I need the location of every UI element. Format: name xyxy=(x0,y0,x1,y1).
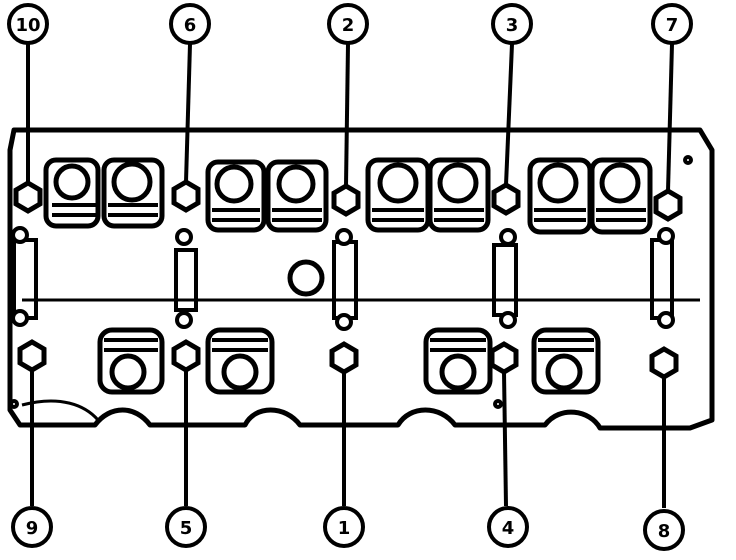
callout-bolt-5: 5 xyxy=(165,506,207,548)
callout-bolt-3: 3 xyxy=(491,3,533,45)
callout-bolt-6: 6 xyxy=(169,3,211,45)
valve-spring-lower-1 xyxy=(97,327,165,395)
callout-label-10: 10 xyxy=(15,15,40,36)
callout-bolt-2: 2 xyxy=(327,3,369,45)
callout-label-5: 5 xyxy=(180,518,193,539)
valve-spring-lower-3 xyxy=(423,327,493,395)
bolt-7-hex xyxy=(653,188,683,222)
callout-bolt-10: 10 xyxy=(7,3,49,45)
bolt-2-hex xyxy=(331,183,361,217)
callout-bolt-9: 9 xyxy=(11,506,53,548)
valve-spring-lower-2 xyxy=(205,327,275,395)
callout-bolt-8: 8 xyxy=(643,509,685,551)
callouts: 10 6 2 3 7 9 5 1 xyxy=(7,3,693,551)
callout-label-9: 9 xyxy=(26,518,39,539)
valve-spring-lower-4 xyxy=(531,327,601,395)
valve-spring-pair-3 xyxy=(365,157,491,233)
bolt-8-hex xyxy=(649,346,679,380)
bolt-3-hex xyxy=(491,182,521,216)
callout-label-7: 7 xyxy=(666,15,679,36)
callout-bolt-7: 7 xyxy=(651,3,693,45)
bolt-10-hex xyxy=(13,180,43,214)
valve-spring-pair-4 xyxy=(527,157,653,235)
callout-label-2: 2 xyxy=(342,15,355,36)
rocker-studs xyxy=(9,155,693,409)
callout-label-4: 4 xyxy=(502,518,515,539)
callout-bolt-4: 4 xyxy=(487,506,529,548)
callout-label-8: 8 xyxy=(658,521,671,542)
valve-spring-pair-2 xyxy=(205,159,329,233)
bolt-5-hex xyxy=(171,339,201,373)
callout-label-1: 1 xyxy=(338,518,351,539)
callout-label-3: 3 xyxy=(506,15,519,36)
bolt-6-hex xyxy=(171,179,201,213)
head-bolts xyxy=(13,179,683,380)
bolt-4-hex xyxy=(489,341,519,375)
rocker-supports xyxy=(12,238,674,320)
bolt-1-hex xyxy=(329,341,359,375)
valve-spring-pair-1 xyxy=(43,157,165,229)
leader-lines xyxy=(26,43,674,508)
callout-bolt-1: 1 xyxy=(323,506,365,548)
upper-valve-springs xyxy=(43,157,653,235)
bolt-9-hex xyxy=(17,339,47,373)
callout-label-6: 6 xyxy=(184,15,197,36)
